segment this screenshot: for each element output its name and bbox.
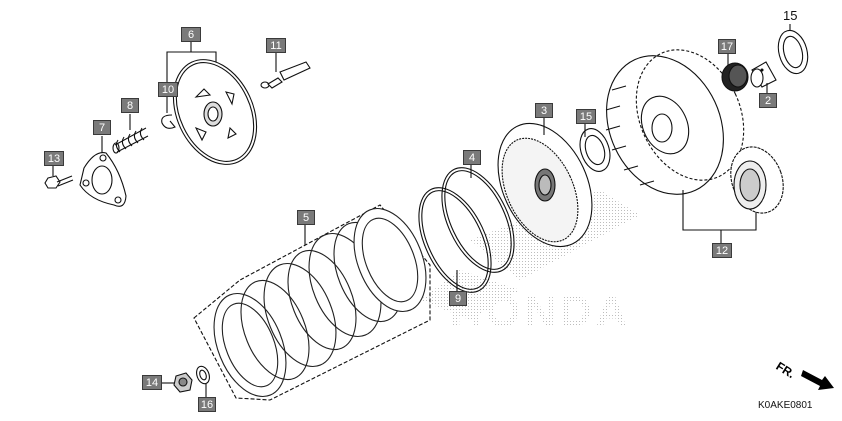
callout-4: 4 (463, 150, 481, 165)
driven-gear-part-12 (730, 146, 784, 214)
circlip-part-10 (161, 97, 176, 129)
spring-part-8 (112, 114, 149, 154)
callout-15-inner: 15 (576, 109, 596, 124)
callout-6: 6 (181, 27, 201, 42)
diagram-code: K0AKE0801 (758, 400, 813, 411)
callout-3: 3 (535, 103, 553, 118)
callout-17: 17 (718, 39, 736, 54)
callout-2: 2 (759, 93, 777, 108)
plain-label-15-outer: 15 (783, 8, 798, 23)
thrust-washer-part-15-inner (579, 124, 611, 172)
callout-11: 11 (266, 38, 286, 53)
callout-9: 9 (449, 291, 467, 306)
pressure-plate-part-6 (166, 42, 258, 165)
callout-10: 10 (158, 82, 178, 97)
clutch-outer-part-12 (605, 49, 757, 243)
nut-part-14 (162, 372, 193, 393)
callout-5: 5 (297, 210, 315, 225)
callout-8: 8 (121, 98, 139, 113)
lifter-plate-part-7 (79, 136, 127, 207)
callout-7: 7 (93, 120, 111, 135)
callout-16: 16 (198, 397, 216, 412)
needle-bearing-part-17 (721, 54, 749, 92)
bolt-part-13 (44, 166, 74, 189)
thrust-washer-part-15-outer (777, 24, 809, 75)
clutch-disc-pack-part-5 (193, 204, 431, 401)
clutch-center-part-3 (497, 118, 593, 248)
lifter-rod-part-11 (260, 53, 311, 89)
svg-text:HONDA: HONDA (450, 287, 631, 336)
collar-part-2 (750, 61, 777, 93)
callout-12: 12 (712, 243, 732, 258)
callout-13: 13 (44, 151, 64, 166)
callout-14: 14 (142, 375, 162, 390)
front-direction-arrow-icon (801, 370, 834, 390)
washer-part-16 (196, 365, 210, 397)
ring-part-4 (441, 165, 515, 273)
wire-ring-part-9 (418, 187, 492, 293)
